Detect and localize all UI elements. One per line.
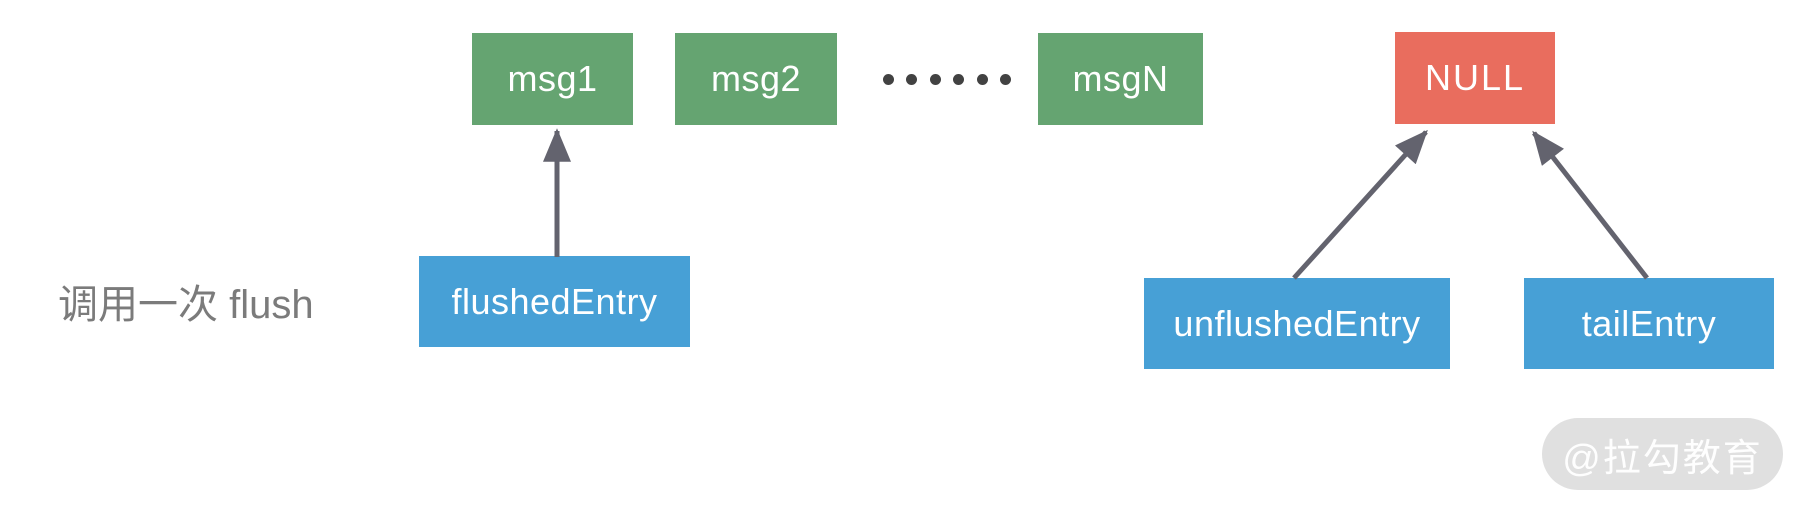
- node-tail-entry: tailEntry: [1524, 278, 1774, 369]
- dot: [999, 74, 1011, 85]
- arrow-unflushedentry-to-null: [1292, 129, 1428, 280]
- ellipsis-icon: [883, 74, 1011, 85]
- dot: [929, 74, 941, 85]
- node-msgN: msgN: [1038, 33, 1203, 125]
- node-null: NULL: [1395, 32, 1555, 124]
- node-msg2: msg2: [675, 33, 837, 125]
- arrow-tailentry-to-null: [1532, 130, 1649, 280]
- dot: [906, 74, 918, 85]
- watermark-lagou-edu: @拉勾教育: [1542, 418, 1783, 490]
- dot: [953, 74, 965, 85]
- dot: [976, 74, 988, 85]
- node-unflushed-entry: unflushedEntry: [1144, 278, 1450, 369]
- node-msg1: msg1: [472, 33, 633, 125]
- caption-call-flush-once: 调用一次 flush: [58, 283, 314, 327]
- node-flushed-entry: flushedEntry: [419, 256, 690, 347]
- dot: [883, 74, 894, 85]
